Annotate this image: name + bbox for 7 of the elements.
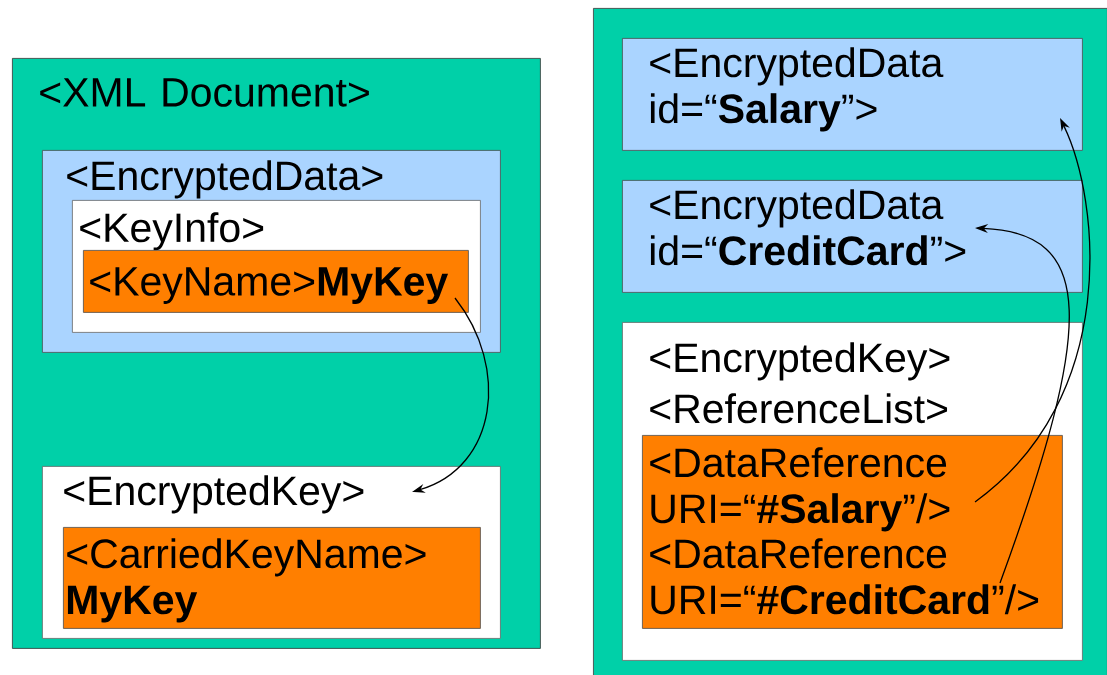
element-box: <EncryptedData id=“CreditCard”> [622, 180, 1083, 293]
element-text: <DataReference URI=“#Salary”/> [650, 447, 950, 532]
highlight-box [642, 435, 1063, 629]
element-text: <DataReference URI=“#CreditCard”/> [650, 538, 1039, 615]
highlight-box: <KeyName>MyKey [83, 250, 469, 313]
highlight-box: <CarriedKeyName> MyKey [63, 527, 481, 629]
element-box: <EncryptedData id=“Salary”> [622, 38, 1083, 151]
